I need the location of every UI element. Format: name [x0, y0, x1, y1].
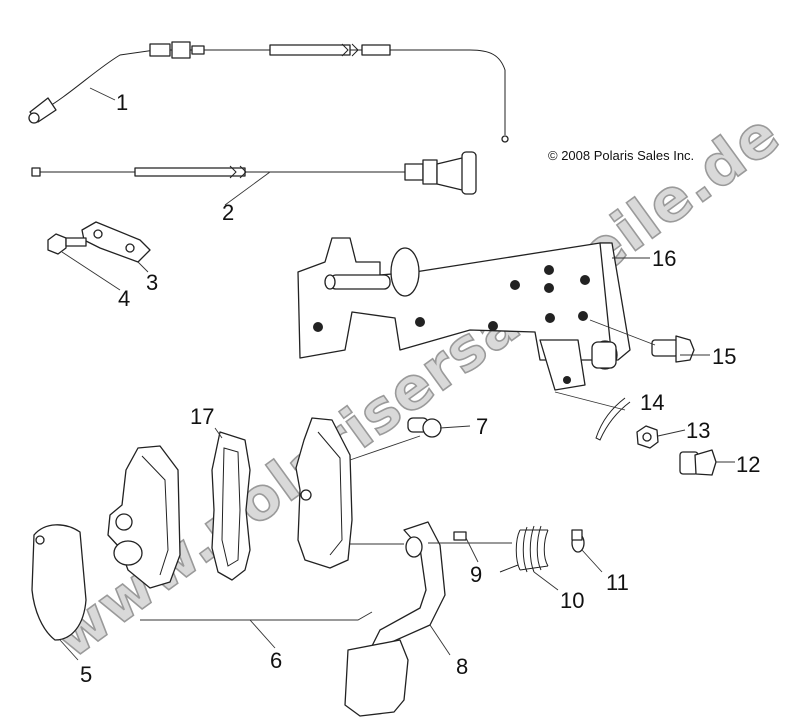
part-1-cable: [28, 41, 509, 143]
callout-13: 13: [686, 418, 710, 443]
part-9-key: [453, 531, 467, 541]
part-15-bolt: [651, 335, 695, 363]
callout-10: 10: [560, 588, 584, 613]
callout-12: 12: [736, 452, 760, 477]
part-16-bracket: [297, 237, 631, 391]
callout-6: 6: [270, 648, 282, 673]
part-5-cover: [31, 524, 87, 641]
part-11-washer: [571, 529, 585, 553]
part-3-bracket: [81, 221, 151, 263]
part-12-bolt: [679, 449, 717, 476]
callout-15: 15: [712, 344, 736, 369]
callout-4: 4: [118, 286, 130, 311]
callout-numbers: 1 2 3 4 5 6 7 8 9 10 11 12 13 14 15 16 1…: [80, 90, 760, 687]
callout-17: 17: [190, 404, 214, 429]
part-8-pedal: [344, 521, 446, 717]
callout-11: 11: [606, 570, 629, 595]
leader-lines: [59, 87, 735, 661]
part-2-cable: [31, 151, 477, 195]
copyright-text: © 2008 Polaris Sales Inc.: [548, 148, 694, 163]
callout-2: 2: [222, 200, 234, 225]
housing-left: [107, 445, 181, 589]
part-17-gasket: [211, 431, 251, 581]
housing-right: [295, 417, 353, 569]
part-4-bolt: [47, 233, 87, 255]
part-14-pin: [595, 397, 631, 441]
callout-1: 1: [116, 90, 128, 115]
callout-3: 3: [146, 270, 158, 295]
callout-14: 14: [640, 390, 664, 415]
callout-5: 5: [80, 662, 92, 687]
callout-9: 9: [470, 562, 482, 587]
callout-16: 16: [652, 246, 676, 271]
part-13-nut: [636, 425, 659, 449]
callout-7: 7: [476, 414, 488, 439]
part-7-screw: [407, 417, 442, 438]
callout-8: 8: [456, 654, 468, 679]
part-10-spring: [499, 525, 549, 573]
